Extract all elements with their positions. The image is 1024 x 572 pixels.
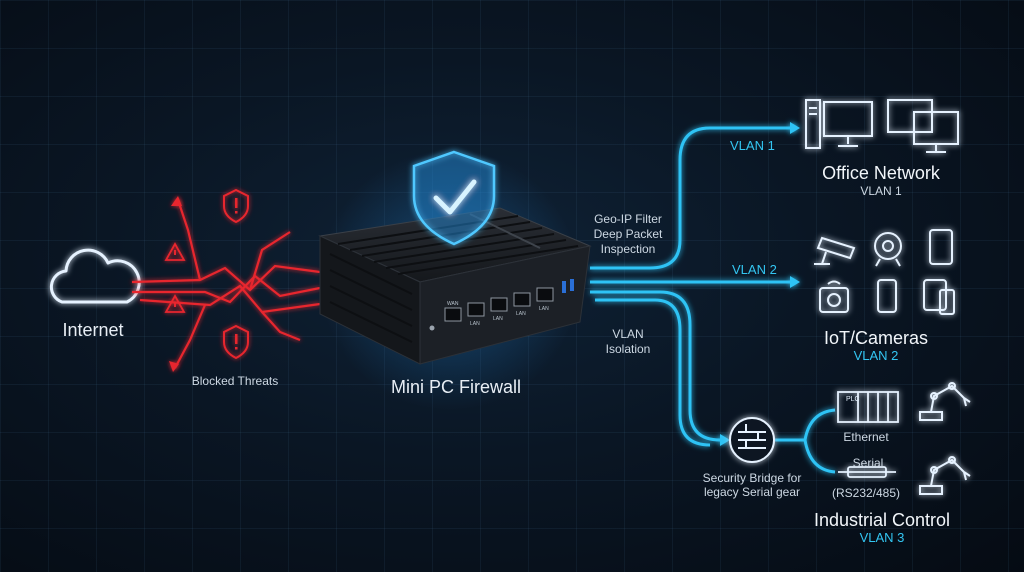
port-labels: WAN LAN LAN LAN LAN [447, 301, 549, 327]
warning-icon [223, 324, 249, 360]
port-label: LAN [470, 321, 480, 327]
tablet-icon [929, 229, 953, 265]
tablet-phone-icon [923, 279, 955, 315]
iot-vlan-label: VLAN 2 [853, 348, 899, 363]
security-bridge-label: Security Bridge for legacy Serial gear [703, 471, 802, 499]
industrial-vlan-label: VLAN 3 [859, 530, 905, 545]
vlan-isolation-label: VLAN Isolation [606, 327, 651, 357]
office-vlan-label: VLAN 1 [860, 184, 902, 198]
ethernet-label: Ethernet [843, 430, 889, 444]
webcam-icon [874, 232, 902, 267]
wireless-camera-icon [819, 280, 849, 313]
smartphone-icon [877, 279, 897, 313]
isolation-line: VLAN [612, 327, 644, 341]
plc-label: PLC [846, 396, 860, 403]
shield-check-icon [412, 150, 496, 246]
feature-item: Inspection [600, 242, 656, 256]
vlan2-link-label: VLAN 2 [732, 262, 777, 277]
port-label: LAN [539, 306, 549, 312]
serial-spec-label: (RS232/485) [831, 486, 901, 500]
firewall-label: Mini PC Firewall [390, 377, 522, 397]
bridge-line: legacy Serial gear [703, 485, 801, 499]
industrial-title: Industrial Control [813, 510, 951, 530]
vlan1-link-label: VLAN 1 [730, 138, 775, 153]
desktop-computer-icon [805, 99, 873, 149]
vlan-links [590, 126, 836, 474]
bridge-line: Security Bridge for [702, 471, 802, 485]
plc-rack-icon [837, 391, 899, 423]
serial-connector-icon [838, 466, 896, 478]
alert-triangle-icon [164, 242, 186, 261]
robot-arm-icon [919, 456, 971, 495]
ethernet-ports [444, 287, 554, 322]
blocked-threats-label: Blocked Threats [191, 374, 279, 388]
firewall-bridge-icon [729, 417, 775, 463]
security-camera-icon [814, 236, 856, 265]
iot-title: IoT/Cameras [823, 328, 929, 348]
dual-monitor-icon [887, 99, 959, 153]
link-arrowheads [720, 122, 800, 446]
feature-item: Deep Packet [593, 227, 663, 241]
isolation-line: Isolation [605, 342, 651, 356]
threat-lines [131, 199, 321, 369]
threat-arrowheads [169, 196, 182, 372]
internet-label: Internet [62, 320, 124, 340]
alert-triangle-icon [164, 294, 186, 313]
feature-list: Geo-IP Filter Deep Packet Inspection [594, 212, 663, 257]
robot-arm-icon [919, 382, 971, 421]
office-network-title: Office Network [822, 163, 940, 183]
port-label: LAN [516, 311, 526, 317]
serial-label: Serial [852, 456, 884, 470]
feature-item: Geo-IP Filter [594, 212, 662, 226]
port-label: WAN [447, 301, 459, 307]
cloud-icon [49, 248, 141, 304]
port-label: LAN [493, 316, 503, 322]
warning-icon [223, 188, 249, 224]
